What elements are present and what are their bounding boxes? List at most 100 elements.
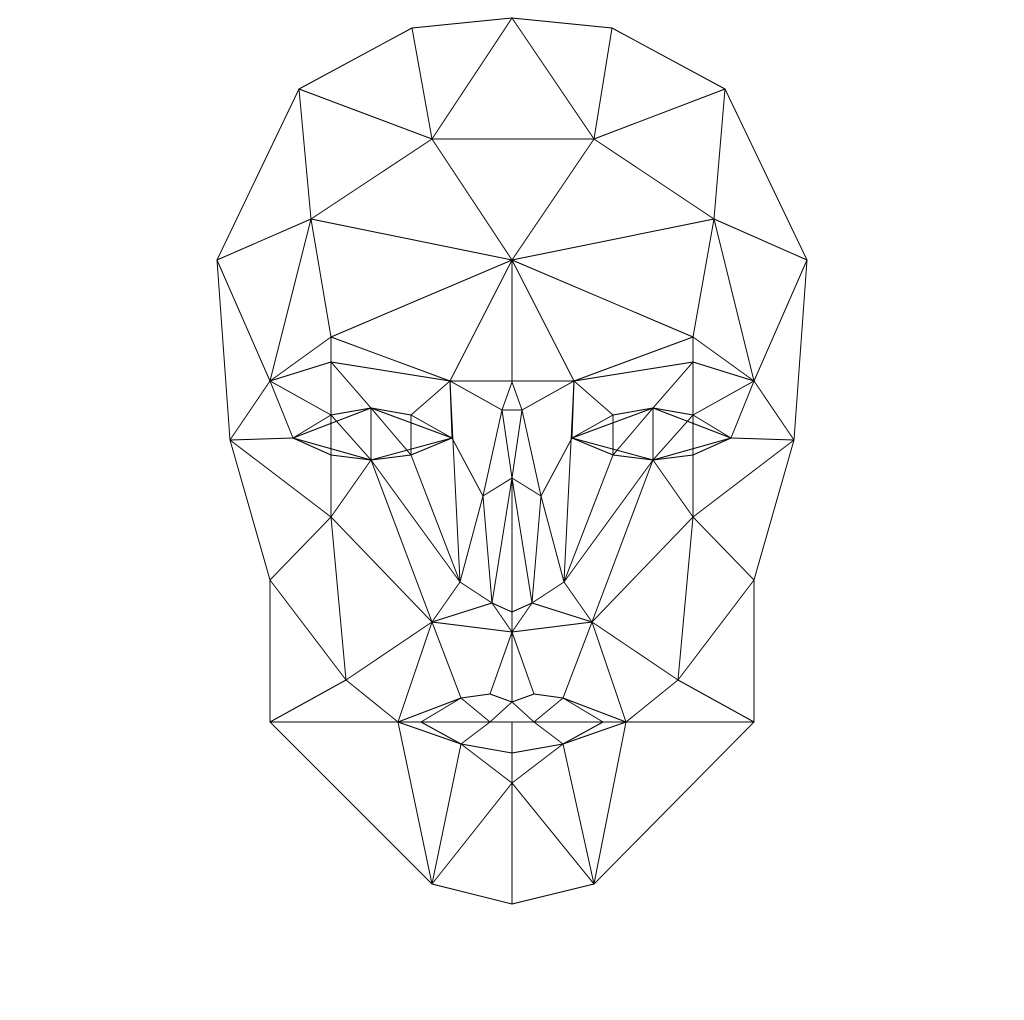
mesh-edge: [573, 336, 694, 382]
mesh-edge: [563, 459, 654, 583]
mesh-edge: [511, 381, 523, 411]
mesh-edge: [491, 602, 513, 633]
mesh-edge: [677, 516, 694, 681]
mesh-edge: [449, 259, 513, 382]
mesh-edge: [652, 407, 694, 416]
mesh-edge: [229, 439, 271, 581]
mesh-edge: [511, 409, 523, 479]
mesh-edge: [612, 407, 654, 456]
mesh-edge: [410, 414, 453, 439]
mesh-edge: [724, 88, 808, 261]
mesh-edge: [677, 579, 755, 681]
mesh-edge: [269, 579, 347, 681]
mesh-edge: [753, 439, 795, 581]
mesh-edge: [229, 380, 271, 441]
mesh-edge: [652, 454, 694, 461]
mesh-edge: [511, 138, 595, 261]
mesh-edge: [459, 581, 493, 604]
mesh-edge: [511, 17, 595, 140]
mesh-edge: [562, 721, 627, 745]
mesh-edge: [692, 414, 732, 439]
mesh-edge: [292, 414, 332, 439]
mesh-edge: [330, 414, 372, 461]
mesh-edge: [216, 259, 231, 441]
mesh-edge: [563, 380, 575, 583]
mesh-edge: [397, 697, 462, 723]
mesh-edge: [310, 218, 332, 338]
mesh-edge: [292, 437, 332, 456]
mesh-edge: [216, 88, 300, 261]
mesh-edge: [330, 459, 372, 518]
mesh-edge: [563, 581, 593, 623]
mesh-edge: [449, 380, 503, 411]
mesh-edge: [411, 27, 433, 140]
mesh-edge: [410, 454, 461, 583]
mesh-edge: [345, 679, 399, 723]
mesh-edge: [269, 380, 294, 439]
mesh-edge: [753, 259, 808, 382]
mesh-edge: [591, 621, 627, 723]
mesh-edge: [571, 407, 654, 439]
mesh-edge: [652, 361, 694, 409]
mesh-edge: [310, 218, 513, 261]
mesh-edge: [269, 380, 332, 416]
mesh-edge: [612, 407, 654, 416]
mesh-edge: [591, 516, 694, 623]
mesh-edge: [625, 679, 679, 723]
mesh-edge: [533, 721, 564, 745]
mesh-edge: [229, 437, 294, 441]
mesh-edge: [531, 495, 542, 604]
mesh-edge: [562, 721, 604, 745]
mesh-edge: [511, 17, 613, 29]
mesh-edge: [491, 477, 513, 604]
mesh-edge: [591, 459, 654, 623]
mesh-edge: [345, 621, 433, 681]
mesh-edge: [591, 621, 679, 681]
mesh-edge: [330, 259, 513, 338]
mesh-edge: [501, 409, 513, 479]
mesh-edge: [511, 743, 564, 754]
mesh-edge: [652, 437, 732, 461]
mesh-edge: [573, 380, 614, 416]
mesh-edge: [298, 88, 312, 220]
mesh-edge: [431, 743, 462, 885]
mesh-edge: [511, 621, 593, 633]
mesh-edge: [730, 437, 795, 441]
mesh-edge: [330, 361, 451, 382]
mesh-edge: [753, 380, 795, 441]
mesh-edge: [298, 88, 433, 140]
mesh-edge: [713, 218, 755, 382]
mesh-edge: [511, 477, 542, 497]
mesh-edge: [511, 602, 533, 613]
mesh-edge: [482, 477, 513, 497]
mesh-edge: [269, 361, 332, 382]
mesh-edge: [269, 721, 433, 885]
mesh-edge: [571, 437, 654, 461]
mesh-edge: [713, 218, 808, 261]
mesh-edge: [460, 743, 513, 754]
mesh-edge: [431, 138, 513, 261]
mesh-edge: [420, 697, 462, 723]
mesh-edge: [310, 138, 433, 220]
mesh-edge: [420, 721, 462, 745]
mesh-edge: [793, 259, 808, 441]
mesh-edge: [397, 621, 433, 723]
mesh-edge: [370, 459, 461, 583]
mesh-edge: [489, 631, 513, 695]
mesh-edge: [521, 380, 575, 411]
mesh-edge: [229, 439, 332, 518]
mesh-edge: [269, 516, 332, 581]
mesh-edge: [370, 459, 433, 623]
mesh-edge: [713, 88, 726, 220]
mesh-edge: [511, 477, 533, 604]
mesh-edge: [431, 581, 461, 623]
mesh-edge: [511, 701, 535, 723]
mesh-edge: [511, 631, 535, 695]
mesh-edge: [611, 27, 726, 90]
mesh-edge: [531, 581, 565, 604]
mesh-edge: [330, 361, 372, 409]
mesh-edge: [431, 621, 462, 699]
mesh-edge: [269, 679, 347, 723]
mesh-edge: [460, 721, 491, 745]
